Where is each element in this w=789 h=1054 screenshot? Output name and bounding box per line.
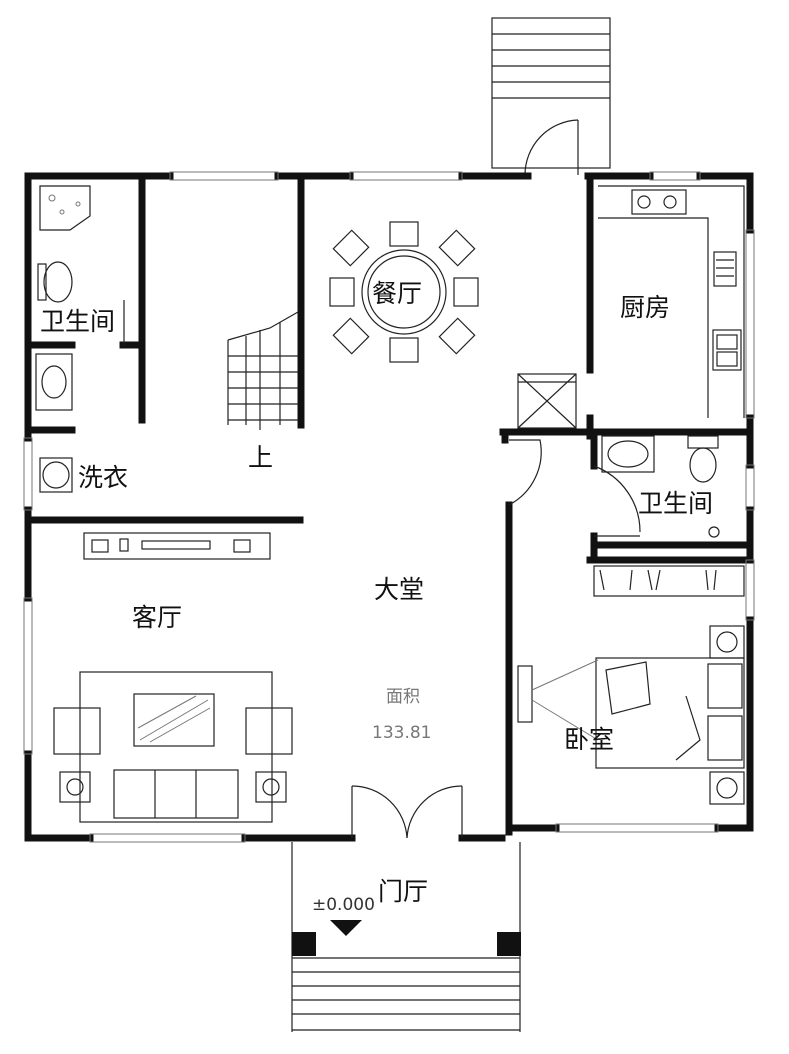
level-arrow-icon: [330, 920, 362, 936]
room-label-laundry: 洗衣: [78, 463, 128, 492]
flue-shaft: [517, 373, 577, 429]
flue-cross: [517, 373, 577, 429]
tv-cabinet: [83, 532, 271, 560]
bedroom-door-arc: [508, 439, 542, 506]
front-door: [351, 785, 463, 839]
room-label-hall: 大堂: [374, 575, 424, 604]
dining-table: [329, 221, 479, 363]
area-label: 面积: [386, 687, 420, 707]
room-label-living: 客厅: [132, 603, 182, 632]
windows: [23, 171, 755, 843]
room-label-entry: 门厅: [378, 877, 428, 906]
staircase: [227, 311, 299, 430]
left-bath-fixtures: [35, 185, 125, 493]
room-label-bath-right: 卫生间: [638, 489, 713, 518]
bed: [517, 625, 745, 805]
sofa-set: [53, 671, 293, 823]
area-value: 133.81: [372, 723, 431, 743]
room-label-bath-left: 卫生间: [40, 307, 115, 336]
porch: [291, 842, 521, 1032]
room-label-bedroom: 卧室: [564, 725, 614, 754]
stair-up-label: 上: [248, 443, 273, 472]
level-mark: ±0.000: [312, 895, 375, 915]
wardrobe: [593, 565, 745, 597]
rear-steps: [491, 17, 611, 169]
room-label-kitchen: 厨房: [620, 293, 670, 322]
rear-door: [524, 119, 579, 176]
kitchen-counter: [598, 185, 745, 418]
right-bath-fixtures: [593, 435, 720, 538]
room-label-dining: 餐厅: [372, 279, 422, 308]
